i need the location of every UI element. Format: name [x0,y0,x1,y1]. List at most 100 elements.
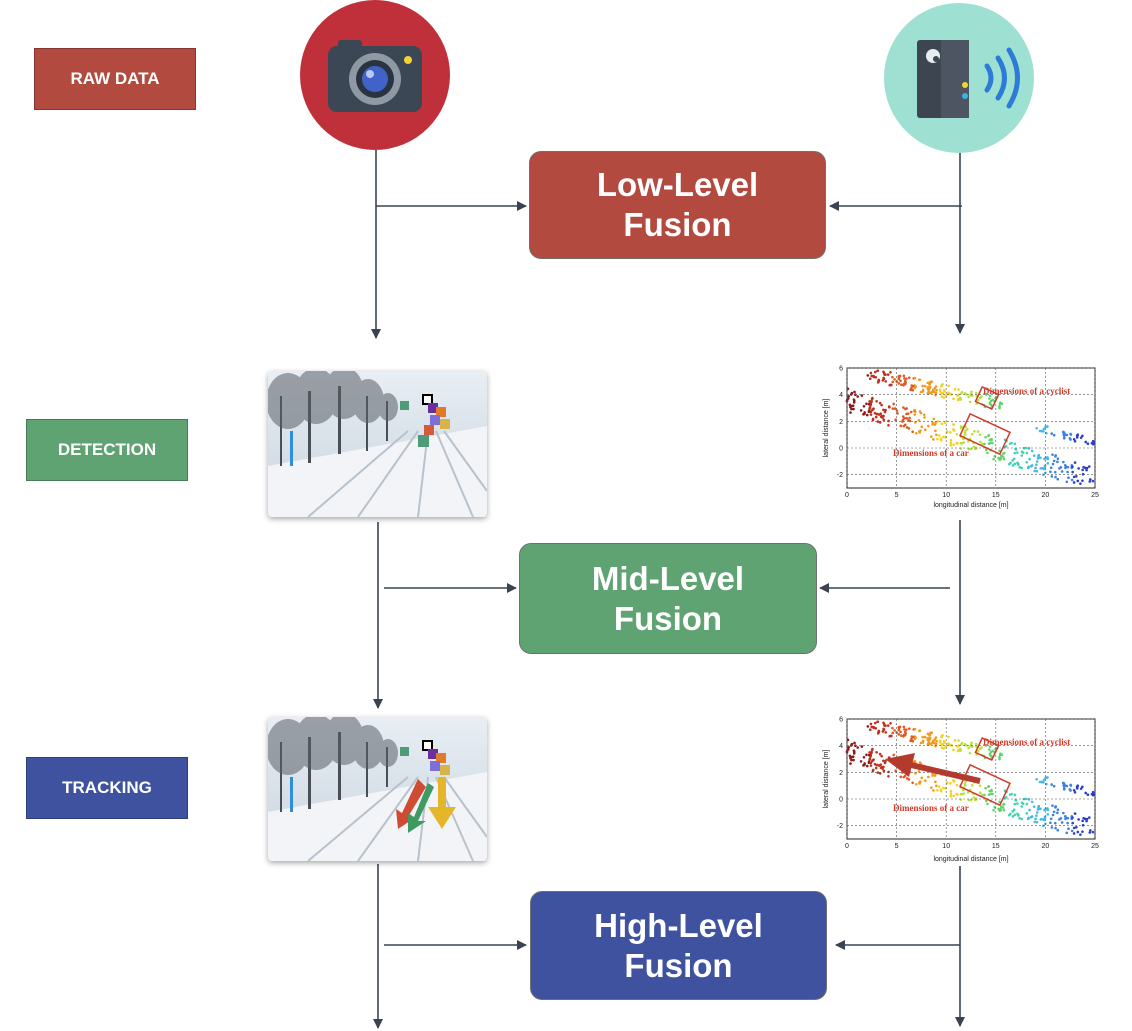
lidar-point [1046,808,1049,812]
lidar-point [1025,802,1029,806]
lidar-point [978,396,982,400]
lidar-point [1001,806,1005,809]
lidar-point [984,393,988,396]
lidar-point [1011,459,1014,462]
lidar-point [868,751,871,754]
lidar-point [1004,445,1008,448]
lidar-point [1002,808,1006,812]
lidar-point [955,432,959,436]
lidar-point [918,410,922,413]
lidar-point [881,416,884,419]
lidar-point [1052,459,1056,463]
lidar-point [865,764,869,768]
lidar-point [1091,790,1095,794]
lidar-point [986,802,989,806]
lidar-point [1043,457,1046,461]
lidar-point [883,373,887,377]
x-tick-label: 5 [895,843,899,850]
lidar-point [847,745,851,749]
lidar-point [907,727,911,730]
lidar-point [930,786,933,789]
lidar-point [947,384,950,388]
lidar-point [986,451,989,455]
lidar-point [980,793,984,797]
lidar-point [1042,430,1045,433]
lidar-point [928,736,932,740]
lidar-point [873,370,877,374]
lidar-point [852,398,856,401]
y-axis-label: lateral distance [m] [823,750,830,809]
lidar-point [1079,833,1082,836]
lidar-point [1004,796,1008,799]
lidar-point [913,408,917,412]
lidar-point [999,807,1002,811]
lidar-point [1085,819,1088,823]
lidar-point [1034,466,1037,470]
lidar-point [1081,785,1084,789]
plot-frame [846,367,1096,489]
lidar-point [882,728,886,732]
lidar-point [936,788,939,792]
lidar-point [989,792,992,796]
lidar-point [910,386,913,390]
lidar-point [903,379,907,383]
lidar-point [913,413,917,416]
lidar-point [871,417,875,421]
lidar-point [884,759,887,763]
lidar-point [1008,793,1012,796]
lidar-point [919,390,923,394]
lidar-point [1012,808,1016,812]
lidar-point [1075,474,1078,478]
lidar-point [1043,808,1046,812]
lidar-point [1035,469,1039,473]
lidar-point [944,436,948,439]
lidar-point [1037,804,1041,808]
lidar-point [972,796,976,799]
lidar-point [1072,826,1076,830]
lidar-point [874,415,878,419]
lidar-point [878,401,882,405]
lidar-point [865,753,868,757]
lidar-point [847,394,851,398]
lidar-point [849,411,852,414]
lidar-point [1090,792,1094,796]
lidar-point [882,418,886,422]
lidar-point [1066,821,1069,825]
lidar-point [1066,470,1069,474]
lidar-point [941,382,944,386]
lidar-point [992,808,995,812]
y-tick-label: 0 [839,797,843,804]
lidar-point [1072,832,1076,835]
lidar-point [962,792,965,795]
lidar-point [899,730,902,734]
lidar-point [952,428,955,431]
lidar-point [1012,457,1016,461]
lidar-point [852,407,855,411]
lidar-point [882,769,886,773]
tracking-label-text: TRACKING [62,778,152,797]
lidar-point [853,390,856,394]
lidar-point [967,447,971,451]
lidar-point [891,380,895,384]
lidar-point [1035,811,1039,814]
mid-fusion-line1: Mid-Level [591,559,745,597]
lidar-point [933,423,937,426]
lidar-point [1091,830,1095,834]
lidar-point [1035,777,1038,781]
lidar-point [963,433,967,436]
lidar-point [846,748,850,751]
lidar-point [903,416,906,420]
lidar-point [903,774,907,778]
lidar-point [1051,453,1054,456]
lidar-point [1049,817,1053,821]
lidar-point [1038,429,1042,433]
lidar-point [1042,818,1046,822]
raw-data-label-text: RAW DATA [70,69,160,88]
lidar-point [923,416,926,419]
lidar-point [959,398,963,401]
lidar-point [871,747,874,751]
lidar-point [877,730,881,734]
y-tick-label: 2 [839,770,843,777]
lidar-point [878,772,882,775]
lidar-point [989,399,993,403]
